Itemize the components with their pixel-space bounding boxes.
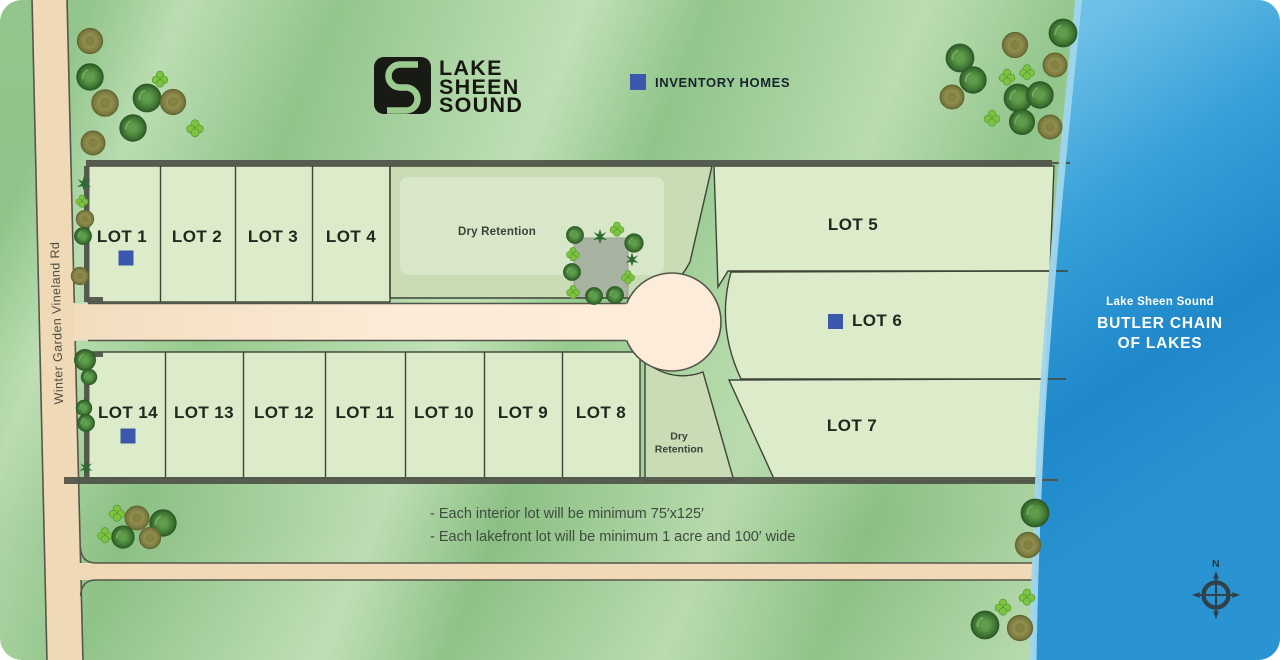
tree-icon [75,399,93,417]
lot-notes: - Each interior lot will be minimum 75′x… [430,503,795,548]
tree-icon [151,70,169,88]
lake-name: Lake Sheen Sound [1106,296,1214,308]
lot-10-label: LOT 10 [413,403,475,422]
legend-label: INVENTORY HOMES [655,74,791,90]
inventory-home-marker-lot-1 [118,250,134,266]
tree-icon [584,286,604,306]
lot-11-label: LOT 11 [335,403,395,422]
tree-icon [124,505,150,531]
lot-8-label: LOT 8 [575,403,627,422]
tree-icon [1014,531,1042,559]
lot-14-label: LOT 14 [97,403,159,422]
tree-icon [983,109,1001,127]
shoreline [1029,0,1083,660]
cul-de-sac [622,272,722,372]
tree-icon [91,89,119,117]
lot-1-label: LOT 1 [96,227,148,246]
tree-icon [998,68,1016,86]
lot-5-label: LOT 5 [827,215,879,234]
lot-fills [88,166,1054,481]
tree-icon [1019,64,1035,81]
tree-icon [1037,114,1063,140]
tree-icon [108,504,126,522]
tree-icon [80,368,98,386]
inventory-home-marker-lot-6 [828,313,843,329]
tree-icon [80,130,106,156]
lake-sheen-sound-logo-icon [374,57,431,114]
tree-icon [939,84,965,110]
compass: N [1191,558,1241,625]
dry-retention-lower-label: Dry Retention [654,430,704,456]
tree-icon [73,226,93,246]
dry-retention-upper-label: Dry Retention [458,226,536,238]
lot-3-label: LOT 3 [247,227,299,246]
tree-icon [1042,52,1068,78]
lot-6-label: LOT 6 [852,311,903,330]
tree-icon [970,610,1000,640]
note-line: - Each interior lot will be minimum 75′x… [430,506,704,522]
lot-12-label: LOT 12 [253,403,315,422]
tree-icon [1020,498,1050,528]
roads [31,0,1037,660]
inventory-homes-swatch [630,74,646,90]
tree-icon [1006,614,1034,642]
lot-4-label: LOT 4 [325,227,377,246]
tree-icon [1048,18,1078,48]
tree-icon [959,66,987,94]
lot-2-label: LOT 2 [171,227,223,246]
tree-icon [97,527,113,544]
tree-icon [70,266,90,286]
tree-icon [73,348,97,372]
tree-icon [138,526,162,550]
tree-icon [76,413,96,433]
compass-icon [1191,570,1241,620]
note-line: - Each lakefront lot will be minimum 1 a… [430,528,796,545]
tree-icon [1001,31,1029,59]
lake-water [1033,0,1280,660]
lake-labels: Lake Sheen Sound BUTLER CHAIN OF LAKES [1097,296,1223,353]
tree-icon [76,63,104,91]
logo-line: SHEEN [439,74,520,99]
lot-9-label: LOT 9 [497,403,549,422]
tree-icon [159,88,187,116]
lot-7-label: LOT 7 [826,416,878,435]
tree-icon [132,83,162,113]
logo-wordmark: LAKE SHEEN SOUND [439,56,524,117]
tree-icon [1008,108,1036,136]
lake-title: BUTLER CHAIN OF LAKES [1097,315,1223,352]
tree-icon [119,114,147,142]
inventory-home-marker-lot-14 [120,428,136,444]
tree-icon [186,119,204,138]
tree-icon [1026,81,1054,109]
logo: LAKE SHEEN SOUND [374,57,523,115]
logo-line: LAKE [439,56,503,80]
tree-icon [76,27,104,55]
tree-icon [605,285,625,305]
tree-icon [994,598,1012,616]
lot-13-label: LOT 13 [173,403,235,422]
lot-6-label-group: LOT 6 [828,311,902,331]
tree-icon [624,233,644,253]
legend: INVENTORY HOMES [630,74,790,90]
tree-icon [562,262,582,282]
compass-n-label: N [1211,558,1221,570]
tree-icon [565,225,585,245]
tree-icon [111,525,135,549]
tree-icon [75,209,95,229]
logo-line: SOUND [439,93,524,117]
